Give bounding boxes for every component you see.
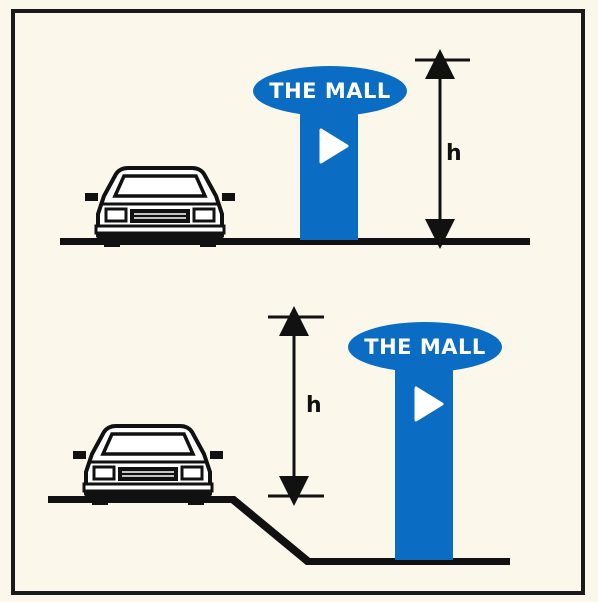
sign-text: THE MALL (269, 79, 390, 103)
sign-text: THE MALL (364, 335, 485, 359)
sign-oval (348, 322, 502, 372)
panel-bottom: THE MALL h (48, 306, 510, 565)
sign-oval (253, 66, 407, 116)
car-icon (71, 424, 225, 507)
panel-top: THE MALL h (60, 49, 530, 249)
height-label: h (306, 393, 322, 418)
figure-frame (11, 9, 585, 595)
height-label: h (446, 141, 462, 166)
ground-line (60, 238, 530, 245)
sign-post (395, 360, 453, 560)
sign-post (300, 100, 358, 240)
car-icon (83, 166, 237, 249)
